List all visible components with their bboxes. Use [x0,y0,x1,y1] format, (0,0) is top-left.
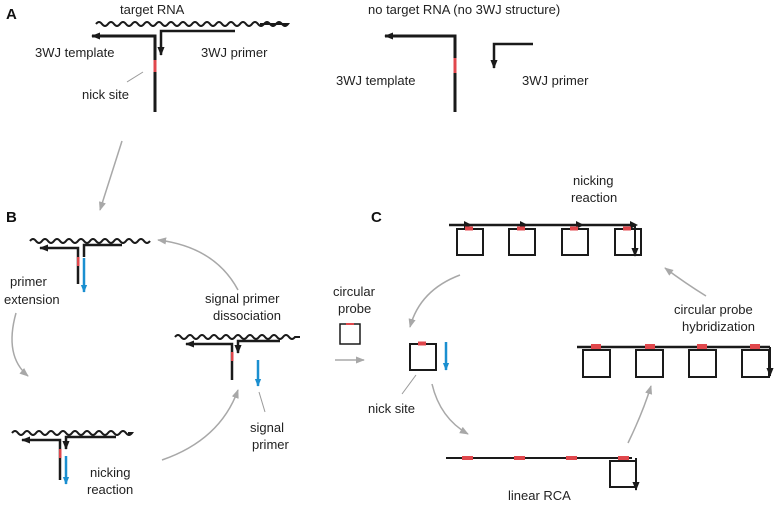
primer-extension-label-1: primer [10,274,48,289]
b-nicking-label-2: reaction [87,482,133,497]
signal-primer-leader [258,391,266,413]
c-nick-site-label: nick site [368,401,415,416]
nick-site-mark [153,60,157,72]
template-label: 3WJ template [35,45,114,60]
free-primer-label: 3WJ primer [522,73,589,88]
dissociation-label-1: signal primer [205,291,280,306]
circular-probe-group: circular probe [333,284,376,364]
primer-extension-label-2: extension [4,292,60,307]
flow-arrow-nicking-to-probe [408,274,461,328]
b3-nick-mark [231,352,234,361]
signal-primer-label-1: signal [250,420,284,435]
panel-a-label: A [6,6,17,23]
free-nick-site-mark [453,58,457,73]
b3-primer [234,339,280,354]
linear-rca-label: linear RCA [508,488,571,503]
probe-square-top-3 [561,226,589,256]
linear-rca-strand [446,456,637,488]
probe-primer-complex [409,341,450,371]
c-nicking-label-2: reaction [571,190,617,205]
b-nicking-label-1: nicking [90,465,130,480]
signal-primer-label-2: primer [252,437,290,452]
dissociation-label-2: dissociation [213,308,281,323]
b1-nick-mark [77,257,80,266]
circular-probe-label-2: probe [338,301,371,316]
target-rna-strand [95,21,291,27]
flow-arrow-probe-to-rca [431,383,469,435]
no-target-label: no target RNA (no 3WJ structure) [368,2,560,17]
flow-arrow-rca-to-hybridization [627,385,653,444]
target-rna-label: target RNA [120,2,185,17]
panel-c: C nicking reaction [368,173,774,503]
template-strand [91,32,157,112]
b1-target-rna [29,238,151,244]
b3-template [185,340,234,380]
circular-probe-shape [339,323,361,345]
nick-site-label: nick site [82,87,129,102]
b2-primer [62,435,116,450]
probe-square-top-2 [508,226,536,256]
c-nick-site-leader [401,374,417,395]
hybridization-label-2: hybridization [682,319,755,334]
b2-template [21,436,62,480]
panel-b: B primer extension nicking reaction sign… [4,209,300,497]
primer-label: 3WJ primer [201,45,268,60]
free-template-strand [384,32,457,112]
flow-arrow-hybridization-to-nicking [664,267,707,297]
flow-arrow-b2-to-b3 [161,389,239,461]
flow-arrow-b3-to-b1 [157,237,239,291]
b1-template [39,244,80,284]
probe-square-bottom-1 [582,344,611,378]
nicked-product-strand [449,221,638,229]
probe-square-top-1 [456,226,484,256]
probe-square-bottom-2 [635,344,664,378]
c-nicking-label-1: nicking [573,173,613,188]
b1-primer [82,243,122,257]
probe-square-top-4 [614,226,642,256]
free-template-label: 3WJ template [336,73,415,88]
panel-b-label: B [6,209,17,226]
b3-target-rna [174,334,300,340]
probe-square-bottom-4 [741,344,770,378]
circular-probe-label-1: circular [333,284,376,299]
probe-square-bottom-3 [688,344,717,378]
panel-a: A target RNA 3WJ template 3WJ primer nic… [6,2,589,112]
panel-c-label: C [371,209,382,226]
free-primer-strand [490,42,533,69]
hybridization-label-1: circular probe [674,302,753,317]
primer-strand [157,29,235,56]
b2-target-rna [11,430,135,436]
b2-nick-mark [59,449,62,458]
flow-arrow-b1-to-b2 [11,312,29,377]
nick-site-leader [126,71,144,83]
flow-arrow-a-to-b [99,140,123,211]
